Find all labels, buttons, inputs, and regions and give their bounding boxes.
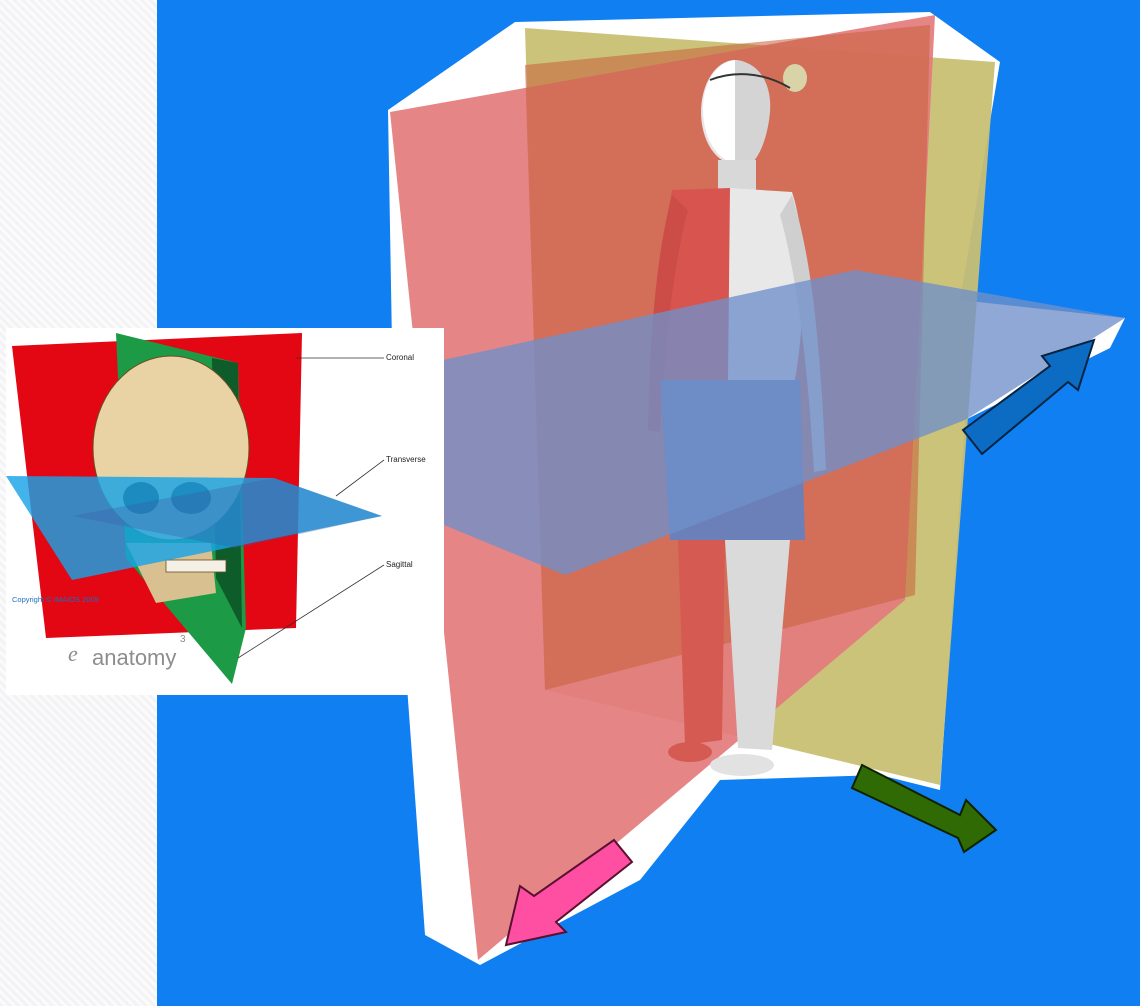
logo-text: anatomy bbox=[92, 645, 176, 671]
skull-planes-illustration bbox=[6, 328, 444, 695]
label-transverse: Transverse bbox=[386, 455, 426, 464]
inset-skull-planes-figure: Coronal Transverse Sagittal Copyright © … bbox=[6, 328, 444, 695]
copyright-text: Copyright © IMAIOS 2009 bbox=[12, 595, 99, 604]
label-sagittal: Sagittal bbox=[386, 560, 413, 569]
logo-superscript: 3 bbox=[180, 634, 186, 645]
label-coronal: Coronal bbox=[386, 353, 414, 362]
anatomy-logo-icon: e bbox=[68, 641, 78, 667]
